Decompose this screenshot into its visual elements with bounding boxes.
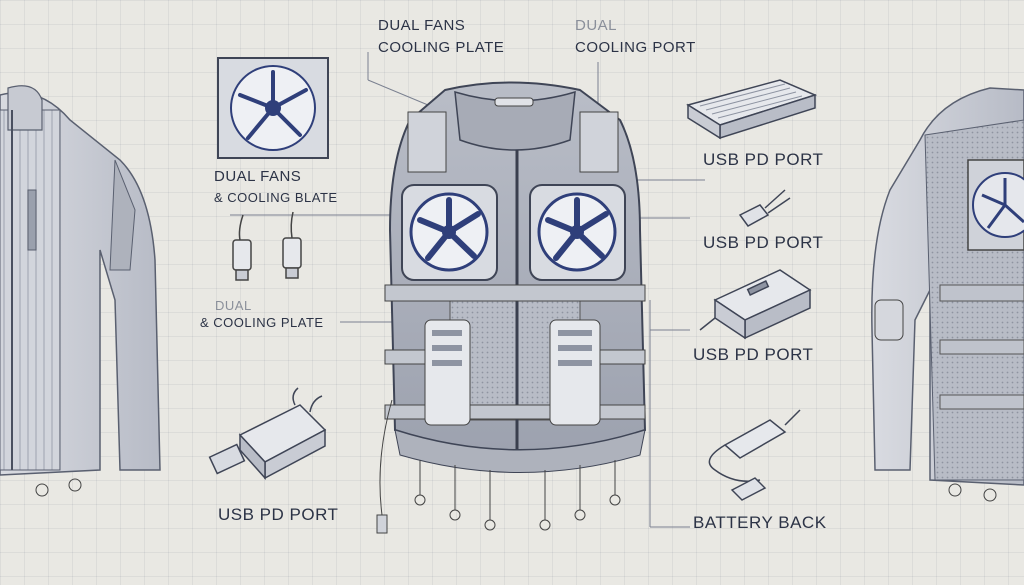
- fan-icon: [401, 184, 498, 281]
- label-dual-fans-top: DUAL FANS: [378, 17, 466, 34]
- left-jacket: [0, 85, 161, 497]
- fan-icon: [217, 57, 329, 159]
- label-usb-pd-port-3: USB PD PORT: [693, 345, 814, 364]
- usb-plug-icon: [208, 387, 327, 480]
- label-usb-pd-port-left: USB PD PORT: [218, 505, 339, 524]
- label-dual-faint-left: DUAL: [215, 298, 252, 313]
- cable-icon: [738, 189, 791, 227]
- label-dual-fans-left: DUAL FANS: [214, 168, 302, 185]
- cable-icon: [708, 409, 801, 501]
- cooling-vest: [376, 81, 647, 534]
- label-cooling-port: COOLING PORT: [575, 39, 696, 56]
- label-battery-back: BATTERY BACK: [693, 513, 827, 532]
- label-cooling-blate: & COOLING BLATE: [214, 190, 338, 205]
- fan-icon: [529, 184, 626, 281]
- label-usb-pd-port-2: USB PD PORT: [703, 233, 824, 252]
- usb-plug-icon: [232, 211, 302, 281]
- power-bank-icon: [699, 269, 812, 340]
- label-usb-pd-port-1: USB PD PORT: [703, 150, 824, 169]
- label-cooling-plate-left: & COOLING PLATE: [200, 315, 324, 330]
- cooling-plate-icon: [686, 79, 818, 140]
- label-dual-faint-top: DUAL: [575, 17, 618, 34]
- label-cooling-plate-top: COOLING PLATE: [378, 39, 505, 56]
- right-jacket: [871, 87, 1024, 502]
